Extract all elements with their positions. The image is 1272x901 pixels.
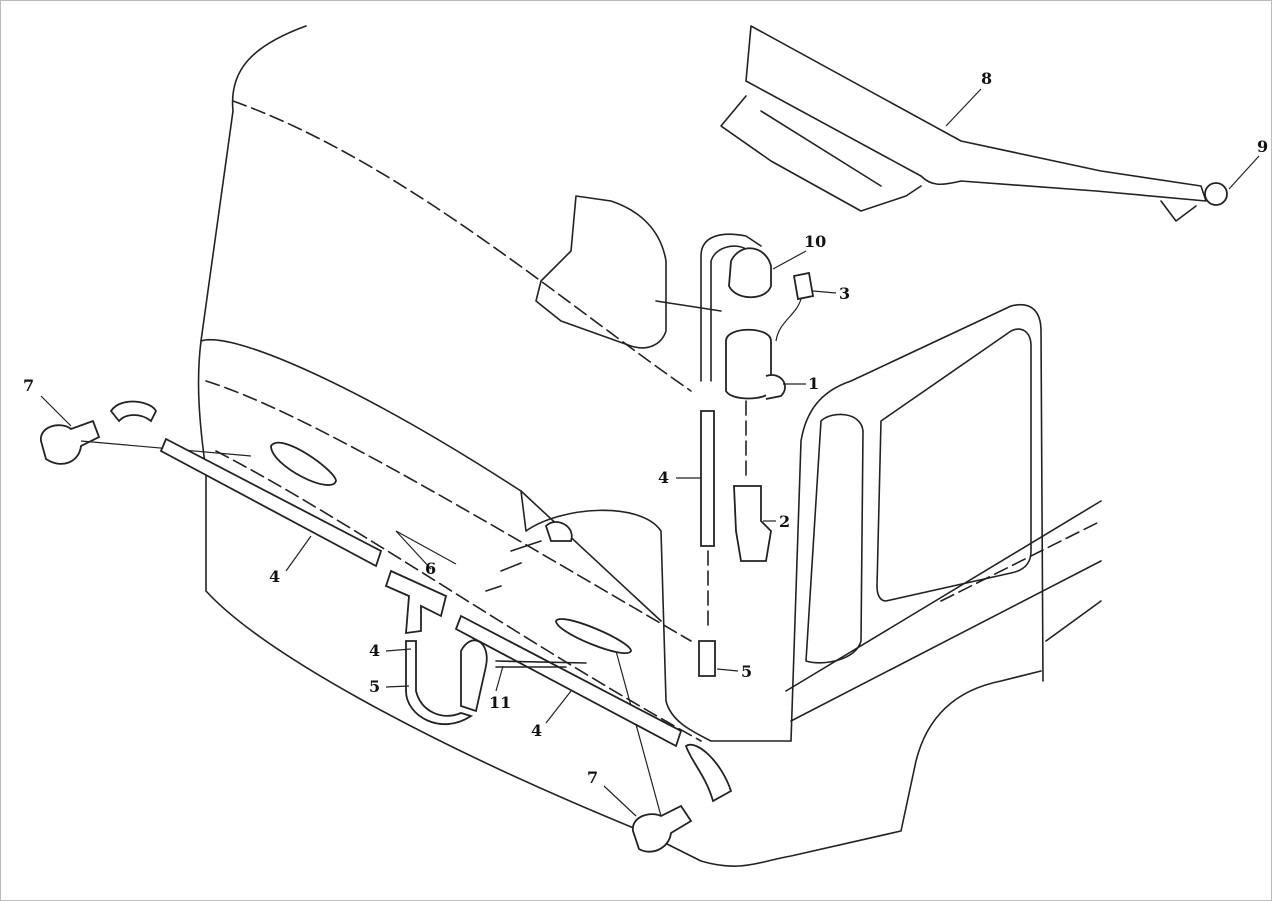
callout-7-left-nozzle: 7 xyxy=(23,376,35,395)
callout-9-wiper-arm: 9 xyxy=(1257,137,1269,156)
callout-3-connector: 3 xyxy=(839,284,851,303)
callout-7-right-nozzle: 7 xyxy=(587,768,599,787)
callout-5-hose-connector: 5 xyxy=(741,662,753,681)
callout-5-lower-hose: 5 xyxy=(369,677,381,696)
callout-2-strainer: 2 xyxy=(779,512,791,531)
callout-6-tee-connector: 6 xyxy=(425,559,437,578)
callout-4-lower-hose: 4 xyxy=(369,641,381,660)
washer-pump xyxy=(698,233,815,677)
callout-11-clips: 11 xyxy=(489,693,512,712)
callout-1-washer-pump: 1 xyxy=(808,374,820,393)
wiper-assembly xyxy=(720,25,1228,222)
leader-lines xyxy=(40,88,1260,817)
callout-8-wiper-linkage: 8 xyxy=(981,69,993,88)
callout-4-vertical-hose: 4 xyxy=(658,468,670,487)
washer-hoses xyxy=(159,437,733,803)
mirror xyxy=(535,195,722,349)
callout-10-tank-cap: 10 xyxy=(804,232,827,251)
callout-4-left-hose: 4 xyxy=(269,567,281,586)
callout-4-right-hose: 4 xyxy=(531,721,543,740)
cab-outline xyxy=(197,25,1102,867)
